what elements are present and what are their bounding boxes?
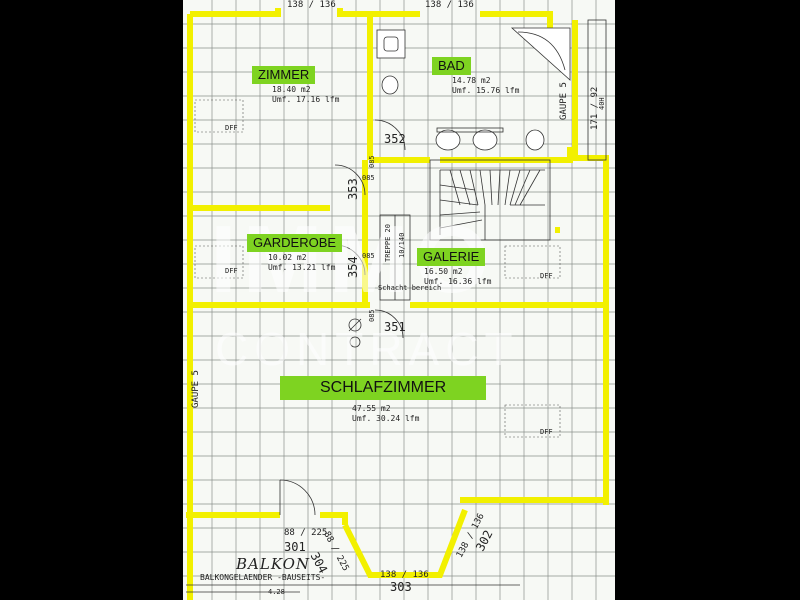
label-schachtbereich: Schacht bereich <box>378 284 442 292</box>
room-area-galerie: 16.50 m2 <box>424 267 463 276</box>
room-label-schlafzimmer: SCHLAFZIMMER <box>280 376 487 400</box>
label-dff-4: DFF <box>540 428 553 436</box>
label-gaupe-left: GAUPE 5 <box>191 370 201 408</box>
room-area-garderobe: 10.02 m2 <box>268 253 307 262</box>
door-number-303: 303 <box>390 580 412 594</box>
label-085-a: 085 <box>368 155 376 168</box>
roof-windows <box>194 99 561 438</box>
room-label-galerie: GALERIE <box>417 248 486 266</box>
room-umf-galerie: Umf. 16.36 lfm <box>424 277 492 286</box>
room-label-bad: BAD <box>432 57 471 75</box>
dimension-top-mid: 138 / 136 <box>425 0 474 10</box>
room-label-garderobe: GARDEROBE <box>247 234 343 252</box>
room-label-zimmer: ZIMMER <box>252 66 316 84</box>
walls <box>186 8 609 600</box>
balcony-rail <box>186 584 520 593</box>
balkon-label: BALKON <box>236 555 311 573</box>
room-area-schlafzimmer: 47.55 m2 <box>352 404 391 413</box>
room-umf-zimmer: Umf. 17.16 lfm <box>272 95 340 104</box>
label-gaupe-right: GAUPE 5 <box>559 82 569 120</box>
label-dff-1: DFF <box>225 124 238 132</box>
label-085-c: 085 <box>362 252 375 260</box>
room-umf-garderobe: Umf. 13.21 lfm <box>268 263 336 272</box>
door-number-301: 301 <box>284 540 306 554</box>
label-085-b: 085 <box>362 174 375 182</box>
watermark-line2: CONTRACT <box>215 323 519 375</box>
door-number-352: 352 <box>384 132 406 146</box>
label-treppe: TREPPE 20 <box>384 224 392 262</box>
balkon-sublabel: BALKONGELAENDER -BAUSEITS- <box>200 573 326 582</box>
staircase <box>379 159 551 301</box>
room-area-zimmer: 18.40 m2 <box>272 85 311 94</box>
label-dff-3: DFF <box>540 272 553 280</box>
label-right-note: 40H <box>598 97 606 110</box>
label-dff-2: DFF <box>225 267 238 275</box>
room-umf-bad: Umf. 15.76 lfm <box>452 86 520 95</box>
door-number-351: 351 <box>384 320 406 334</box>
dimension-bottom-door: 88 / 225 <box>284 528 328 538</box>
dimension-top-left: 138 / 136 <box>287 0 336 10</box>
dimension-scale: 4.28 <box>268 588 285 596</box>
label-treppe-2: 10/140 <box>398 232 406 258</box>
grid <box>183 0 615 600</box>
dimension-bottom-mid: 138 / 136 <box>380 570 429 580</box>
label-085-d: 085 <box>368 309 376 322</box>
door-number-354: 354 <box>346 256 360 278</box>
room-umf-schlafzimmer: Umf. 30.24 lfm <box>352 414 420 423</box>
room-area-bad: 14.78 m2 <box>452 76 491 85</box>
bathroom-fixtures <box>376 19 607 161</box>
door-number-353: 353 <box>346 178 360 200</box>
